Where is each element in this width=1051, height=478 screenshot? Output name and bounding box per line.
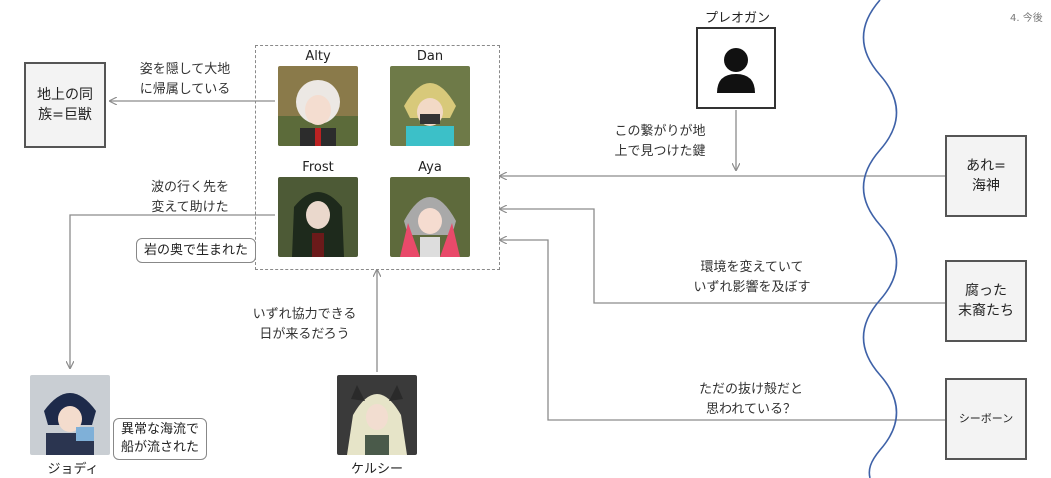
character-portrait-dark-hair-icon (278, 177, 358, 257)
character-portrait-blonde-masked-icon (390, 66, 470, 146)
edge-label-hide: 姿を隠して大地 に帰属している (115, 60, 255, 100)
node-are-sea-god: あれ= 海神 (945, 135, 1027, 217)
edge-label-environment: 環境を変えていて いずれ影響を及ぼす (672, 258, 832, 298)
person-silhouette-icon (698, 29, 774, 107)
member-name-alty: Alty (278, 49, 358, 64)
edge-label-wave: 波の行く先を 変えて助けた (120, 178, 260, 218)
member-name-dan: Dan (390, 49, 470, 64)
pleogan-node (696, 27, 776, 109)
edge-label-cooperate: いずれ協力できる 日が来るだろう (232, 305, 377, 345)
character-portrait-pink-hood-icon (390, 177, 470, 257)
member-name-frost: Frost (278, 160, 358, 175)
page-section-label: 4. 今後 (1010, 9, 1043, 24)
callout-jodi-note: 異常な海流で 船が流された (113, 418, 207, 460)
pleogan-label: プレオガン (690, 7, 785, 26)
edge-label-key: この繋がりが地 上で見つけた鍵 (590, 122, 730, 162)
callout-born-in-rock: 岩の奥で生まれた (136, 238, 256, 263)
edge-label-shell: ただの抜け殻だと 思われている？ (676, 380, 826, 420)
character-portrait-kelsey-icon (337, 375, 417, 455)
node-land-tribe: 地上の同 族=巨獣 (24, 62, 106, 148)
member-name-aya: Aya (390, 160, 470, 175)
character-portrait-white-hair-icon (278, 66, 358, 146)
node-seaborn: シーボーン (945, 378, 1027, 460)
node-rotten-descendants: 腐った 末裔たち (945, 260, 1027, 342)
kelsey-name: ケルシー (340, 458, 414, 477)
wavy-divider (864, 0, 897, 478)
character-portrait-jodi-icon (30, 375, 110, 455)
jodi-name: ジョディ (38, 458, 108, 477)
